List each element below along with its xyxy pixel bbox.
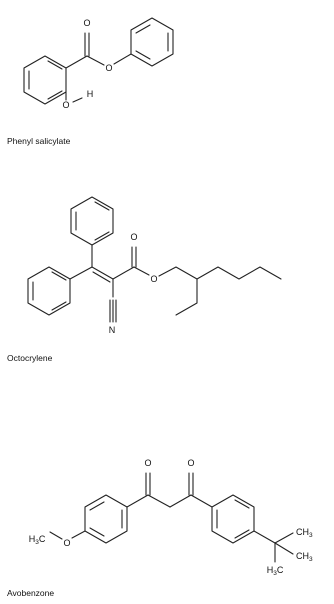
aromatic-double-bond [51,271,67,281]
aromatic-double-bond [234,529,250,539]
aromatic-double-bond [135,24,151,34]
atom-label-ch3-1: CH3 [296,527,313,539]
ester-bond [86,55,105,66]
aromatic-double-bond [135,50,151,60]
structure-octocrylene: N O O [27,196,282,335]
structure-phenyl-salicylate: O O O H [23,17,174,110]
ring-carbonyl-bond [65,55,88,69]
alkene-carbonyl-bond [112,266,135,280]
methyl-oxygen-bond [49,531,63,540]
aromatic-double-bond [94,231,110,241]
ethyl-branch [175,278,198,316]
molecule-name-caption: Phenyl salicylate [7,136,71,146]
oxygen-ring-bond [71,530,86,539]
methylene-bond [169,494,192,508]
aromatic-double-bond [47,90,63,100]
tbutyl-methyl-bond [274,532,294,544]
molecule-panel-octocrylene: N O O Octocrylene [0,150,334,380]
benzene-ring-salicyl [23,55,67,105]
atom-label-carbonyl-oxygen: O [130,232,137,242]
molecule-name-caption: Octocrylene [7,353,53,363]
methylene-bond [147,494,171,508]
atom-label-ester-oxygen: O [150,274,157,284]
benzene-ring-phenyl [130,17,174,67]
benzene-ring-left [84,494,128,544]
benzene-ring-upper [70,196,114,246]
atom-label-methoxy-h3c: H3C [29,534,46,546]
molecule-panel-avobenzone: H3C O O O CH3 CH3 H3C Avobenzone [0,380,334,604]
atom-label-hydroxyl-hydrogen: H [87,89,94,99]
ester-phenyl-bond [113,53,132,65]
atom-label-methoxy-oxygen: O [63,538,70,548]
atom-label-nitrile-nitrogen: N [109,325,116,335]
aromatic-double-bond [89,501,105,511]
ring-alkene-bond [69,266,93,280]
aromatic-double-bond [47,60,63,70]
aromatic-double-bond [234,499,250,509]
molecule-name-caption: Avobenzone [7,588,55,598]
ring-ketone-bond [126,494,149,508]
atom-label-ester-oxygen: O [105,63,112,73]
atom-label-tbutyl-h3c: H3C [267,565,284,577]
alkene-double-bond [91,266,114,280]
structure-avobenzone: H3C O O O CH3 CH3 H3C [29,458,313,577]
molecule-panel-phenyl-salicylate: O O O H Phenyl salicylate [0,0,334,150]
atom-label-ketone-oxygen-1: O [144,458,151,468]
ester-bond [133,266,150,276]
benzene-ring-left [27,266,71,316]
ring-tbutyl-bond [253,530,276,544]
aromatic-double-bond [94,201,110,211]
ketone-ring-bond [190,494,213,508]
aromatic-double-bond [89,527,105,537]
aromatic-double-bond [51,301,67,311]
atom-label-ketone-oxygen-2: O [187,458,194,468]
benzene-ring-right [211,494,255,544]
atom-label-hydroxyl-oxygen: O [62,100,69,110]
alkyl-chain [158,266,282,280]
atom-label-carbonyl-oxygen: O [83,18,90,28]
atom-label-ch3-2: CH3 [296,551,313,563]
alkene-double-bond [92,271,111,283]
hydroxyl-hydrogen-bond [72,97,83,103]
tbutyl-methyl-bond [274,542,294,555]
